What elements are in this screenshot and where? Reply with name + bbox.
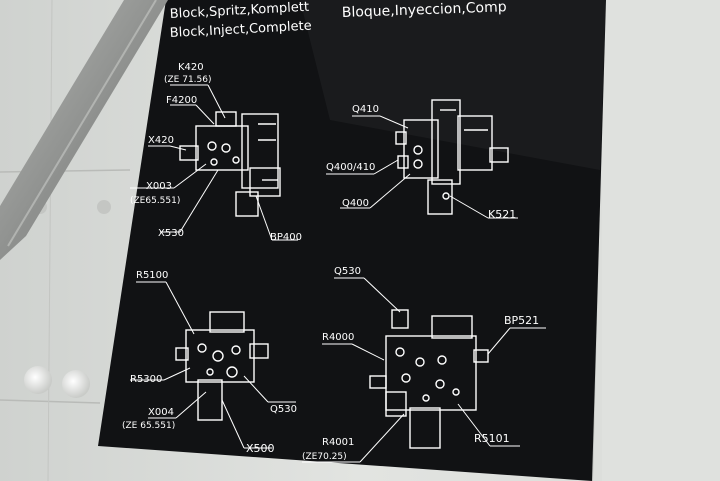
wall-knob	[62, 370, 90, 398]
label-bp521: BP521	[504, 314, 539, 327]
label-k521: K521	[488, 208, 516, 221]
label-r5100: R5100	[136, 270, 168, 281]
label-ze-71-56: (ZE 71.56)	[164, 75, 212, 85]
wall-knob	[24, 366, 52, 394]
label-x003: X003	[146, 181, 172, 192]
right-wall-panel	[602, 0, 720, 481]
plate-header: Block,Spritz,Komplett Block,Inject,Compl…	[169, 0, 507, 41]
label-q530-left: Q530	[270, 404, 297, 415]
label-q400-410: Q400/410	[326, 162, 375, 173]
label-q410: Q410	[352, 104, 379, 115]
label-q530-right: Q530	[334, 266, 361, 277]
label-r5101: R5101	[474, 432, 510, 445]
label-f4200: F4200	[166, 95, 197, 106]
header-title-de: Block,Spritz,Komplett	[169, 0, 309, 22]
label-k420: K420	[178, 62, 204, 73]
wall-screw	[97, 200, 111, 214]
header-title-es: Bloque,Inyeccion,Comp	[342, 0, 507, 21]
label-bp400: BP400	[270, 232, 302, 243]
label-ze-70-25: (ZE70.25)	[302, 452, 347, 462]
label-x420: X420	[148, 135, 174, 146]
label-x004: X004	[148, 407, 174, 418]
label-r5300: R5300	[130, 374, 162, 385]
valve-block-diagram-4	[369, 309, 489, 449]
valve-block-diagram-1	[179, 111, 281, 217]
label-q400: Q400	[342, 198, 369, 209]
header-title-en: Block,Inject,Complete	[169, 19, 312, 41]
instruction-plate	[98, 0, 606, 481]
label-x530: X530	[158, 228, 184, 239]
panel-seam	[0, 399, 101, 404]
valve-block-diagram-2	[395, 99, 509, 215]
label-ze-65-551: (ZE65.551)	[130, 196, 180, 206]
foreground-pipe	[0, 0, 168, 260]
label-x500: X500	[246, 442, 275, 455]
label-r4001: R4001	[322, 437, 354, 448]
callouts-block-2	[326, 115, 518, 219]
callouts-block-4	[302, 277, 546, 463]
panel-seam	[47, 0, 53, 481]
callouts-block-1	[130, 84, 298, 241]
plate-sheen	[300, 0, 606, 170]
label-r4000: R4000	[322, 332, 354, 343]
label-ze-65-551-b: (ZE 65.551)	[122, 421, 175, 431]
callouts-block-3	[130, 281, 296, 449]
